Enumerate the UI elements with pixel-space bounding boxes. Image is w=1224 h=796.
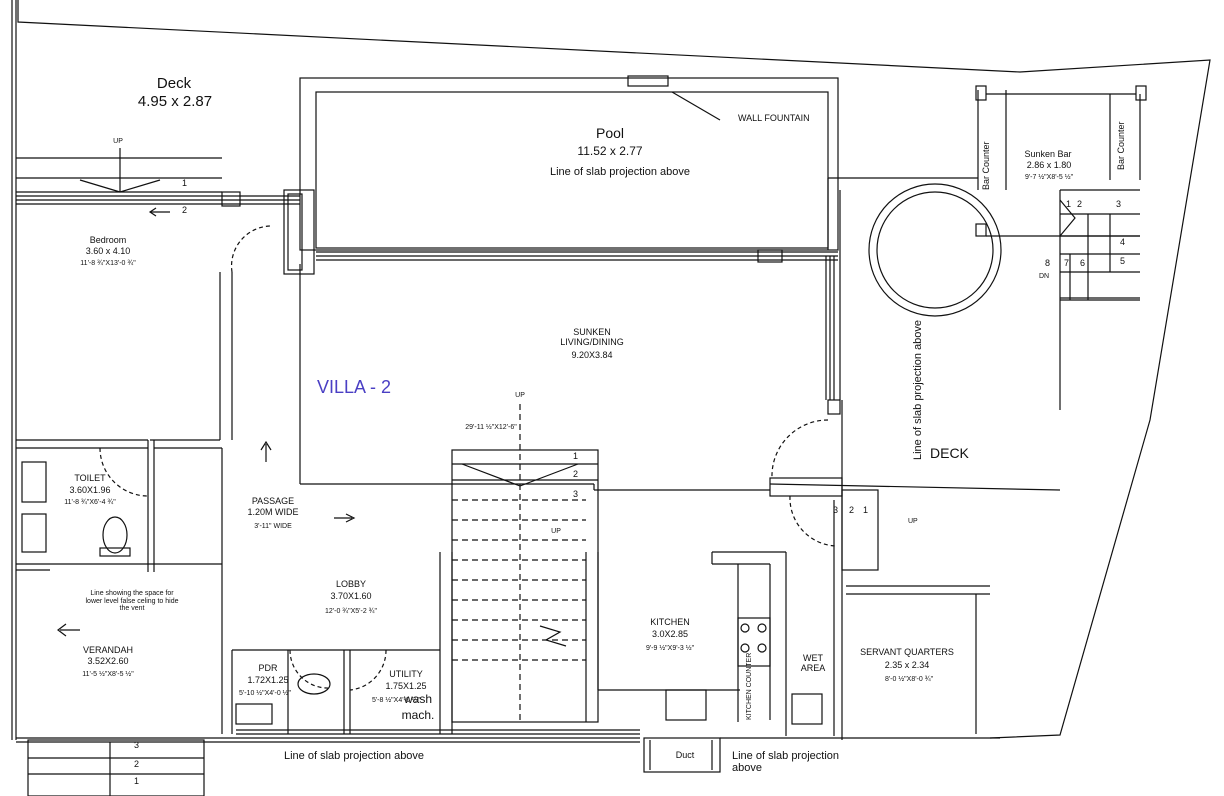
bar-step-1: 1 (1066, 199, 1072, 209)
wet-step-3: 3 (833, 505, 839, 515)
verandah-imperial: 11'-5 ½"X8'-5 ½" (82, 671, 134, 678)
bar-step-4: 4 (1120, 237, 1126, 247)
round-column (868, 183, 1002, 317)
bar-step-8: 8 (1045, 258, 1051, 268)
utility-label: UTILITY (389, 669, 423, 679)
toilet-imperial: 11'-8 ¾"X6'-4 ¾" (64, 499, 116, 506)
kitchen-imperial: 9'-9 ½"X9'-3 ½" (645, 645, 695, 652)
kitchen-counter-label: KITCHEN COUNTER (746, 652, 753, 720)
stair-step-1: 1 (573, 451, 579, 461)
sunken-bar-imperial: 9'-7 ½"X8'-5 ½" (1024, 174, 1074, 181)
wet-step-1: 1 (863, 505, 869, 515)
bar-dn-label: DN (1039, 273, 1050, 280)
up-marker-deck: UP (113, 138, 123, 145)
outer-wall-top (17, 0, 1211, 739)
bedroom-label: Bedroom (89, 235, 127, 245)
pdr-label: PDR (258, 663, 278, 673)
toilet-dims: 3.60X1.96 (69, 485, 111, 495)
passage-label: PASSAGE (251, 496, 295, 506)
verandah-step-3: 3 (134, 740, 140, 750)
slab-vertical-note: Line of slab projection above (912, 319, 924, 460)
kitchen-label: KITCHEN (650, 617, 690, 627)
wet-area-label: WET AREA (800, 653, 826, 673)
pdr-imperial: 5'-10 ½"X4'-0 ½" (238, 690, 292, 697)
kitchen-dims: 3.0X2.85 (651, 629, 689, 639)
up-marker-wet: UP (908, 518, 918, 525)
villa-title: VILLA - 2 (317, 377, 392, 397)
sunken-bar-label: Sunken Bar (1024, 149, 1072, 159)
bedroom-imperial: 11'-8 ¾"X13'-0 ¾" (80, 260, 136, 267)
toilet-label: TOILET (74, 473, 106, 483)
bar-step-3: 3 (1116, 199, 1122, 209)
lobby-imperial: 12'-0 ¾"X5'-2 ¾" (324, 608, 378, 615)
pool-label: Pool (595, 125, 625, 141)
pdr-dims: 1.72X1.25 (247, 675, 289, 685)
lobby-dims: 3.70X1.60 (330, 591, 372, 601)
verandah-dims: 3.52X2.60 (87, 656, 129, 666)
servant-dims: 2.35 x 2.34 (884, 660, 930, 670)
sunken-living-label: SUNKEN LIVING/DINING (560, 327, 624, 347)
sunken-bar-dims: 2.86 x 1.80 (1026, 160, 1072, 170)
washing-machine-label: wash mach. (401, 692, 435, 722)
verandah-step-1: 1 (134, 776, 140, 786)
wall-fountain-label: WALL FOUNTAIN (738, 113, 810, 123)
verandah-label: VERANDAH (82, 645, 134, 655)
deck-top-label: Deck (156, 75, 192, 92)
deck-step-1: 1 (182, 178, 188, 188)
deck-step-2: 2 (182, 205, 188, 215)
utility-dims: 1.75X1.25 (385, 681, 427, 691)
bar-step-6: 6 (1080, 258, 1086, 268)
pool-outline (299, 77, 839, 251)
bar-step-5: 5 (1120, 256, 1126, 266)
passage-dims: 1.20M WIDE (247, 507, 299, 517)
up-marker-stairs: UP (515, 392, 525, 399)
bedroom-dims: 3.60 x 4.10 (85, 246, 131, 256)
stair-step-2: 2 (573, 469, 579, 479)
servant-imperial: 8'-0 ½"X8'-0 ¾" (884, 676, 934, 683)
false-ceiling-note: Line showing the space for lower level f… (85, 590, 179, 613)
bar-step-7: 7 (1064, 258, 1070, 268)
slab-bottom-left-note: Line of slab projection above (284, 750, 425, 762)
utility-imperial: 5'-8 ½"X4'-0 ½" (371, 697, 421, 704)
pool-slab-note: Line of slab projection above (549, 166, 691, 178)
pool-dims: 11.52 x 2.77 (577, 144, 643, 158)
stair-dimension: 29'-11 ½"X12'-6" (465, 424, 517, 431)
duct-label: Duct (675, 750, 695, 760)
verandah-step-2: 2 (134, 759, 140, 769)
bar-counter-right: Bar Counter (1116, 121, 1126, 170)
deck-top-dims: 4.95 x 2.87 (137, 93, 213, 110)
servant-label: SERVANT QUARTERS (860, 647, 954, 657)
passage-imperial: 3'-11" WIDE (254, 523, 292, 530)
lobby-label: LOBBY (335, 579, 367, 589)
bar-step-2: 2 (1077, 199, 1083, 209)
wet-step-2: 2 (849, 505, 855, 515)
slab-bottom-right-note: Line of slab projection above (732, 750, 840, 775)
deck-right-label: DECK (930, 445, 969, 461)
stair-step-3: 3 (573, 489, 579, 499)
bar-counter-left: Bar Counter (981, 141, 991, 190)
sunken-living-dims: 9.20X3.84 (571, 350, 613, 360)
up-marker-lower-stairs: UP (551, 528, 561, 535)
